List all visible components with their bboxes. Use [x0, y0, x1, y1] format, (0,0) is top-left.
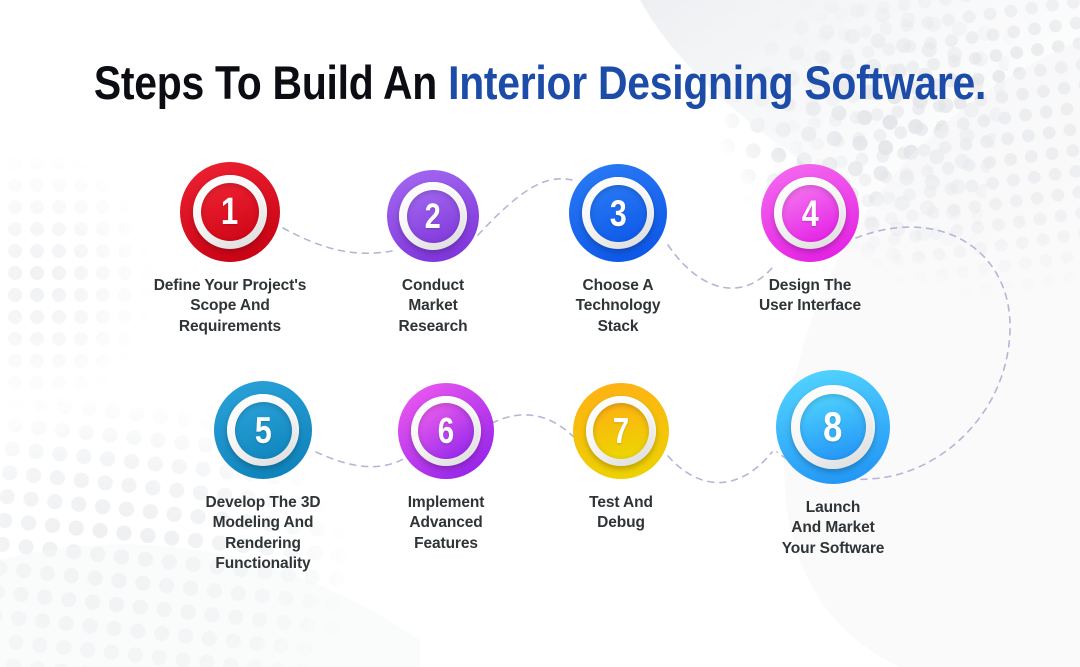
step-4-pin[interactable]: 4	[761, 164, 859, 272]
step-7[interactable]: 7 Test And Debug	[531, 383, 711, 534]
step-8[interactable]: 8 Launch And Market Your Software	[743, 370, 923, 559]
step-6-core: 6	[418, 403, 474, 459]
connector-2-3	[477, 178, 573, 236]
step-1-number: 1	[221, 191, 239, 233]
step-8-label: Launch And Market Your Software	[781, 499, 885, 557]
page-title-dark: Steps To Build An	[93, 56, 449, 109]
step-1[interactable]: 1 Define Your Project's Scope And Requir…	[140, 162, 320, 337]
step-2-pin[interactable]: 2	[387, 170, 479, 271]
step-5-pin-tip	[249, 465, 277, 489]
step-8-number: 8	[823, 403, 843, 450]
step-3-pin-tip	[604, 248, 632, 272]
step-6[interactable]: 6 Implement Advanced Features	[356, 383, 536, 554]
page-title-highlight: Interior Designing Software.	[448, 56, 987, 109]
step-1-core: 1	[201, 183, 259, 241]
connector-5-6	[315, 451, 411, 468]
step-6-pin-tip	[432, 465, 460, 489]
step-5-number: 5	[254, 409, 272, 451]
step-4-number: 4	[801, 192, 819, 234]
step-7-core: 7	[593, 403, 649, 459]
step-6-number: 6	[437, 410, 455, 451]
connector-1-2	[282, 227, 393, 254]
step-7-label: Test And Debug	[589, 494, 653, 532]
step-6-pin[interactable]: 6	[398, 383, 494, 489]
step-3-label: Choose A Technology Stack	[575, 277, 661, 335]
connector-7-8	[667, 451, 773, 484]
step-1-label: Define Your Project's Scope And Requirem…	[153, 277, 307, 335]
step-7-number: 7	[612, 410, 630, 451]
step-8-pin[interactable]: 8	[776, 370, 890, 495]
step-4-core: 4	[781, 184, 839, 242]
step-1-pin[interactable]: 1	[180, 162, 280, 272]
connector-3-4	[667, 244, 773, 289]
step-7-pin[interactable]: 7	[573, 383, 669, 489]
step-3[interactable]: 3 Choose A Technology Stack	[528, 164, 708, 337]
step-1-pin-tip	[215, 248, 245, 272]
step-3-pin[interactable]: 3	[569, 164, 667, 272]
step-5-core: 5	[234, 401, 292, 459]
step-5[interactable]: 5 Develop The 3D Modeling And Rendering …	[173, 381, 353, 575]
step-4-pin-tip	[796, 248, 824, 272]
step-2-label: Conduct Market Research	[398, 277, 468, 335]
step-5-pin[interactable]: 5	[214, 381, 312, 489]
page-title: Steps To Build An Interior Designing Sof…	[70, 58, 1010, 107]
step-6-label: Implement Advanced Features	[407, 494, 485, 552]
step-3-core: 3	[589, 184, 647, 242]
connector-6-7	[491, 414, 576, 439]
step-8-pin-tip	[817, 468, 849, 495]
step-2-core: 2	[406, 189, 460, 243]
step-2-pin-tip	[420, 249, 446, 271]
step-8-core: 8	[800, 394, 866, 460]
step-7-pin-tip	[607, 465, 635, 489]
connector-4-8	[776, 226, 1011, 481]
step-3-number: 3	[609, 192, 627, 234]
step-4[interactable]: 4 Design The User Interface	[720, 164, 900, 317]
step-2-number: 2	[425, 196, 441, 236]
step-5-label: Develop The 3D Modeling And Rendering Fu…	[205, 494, 321, 573]
step-2[interactable]: 2 Conduct Market Research	[343, 170, 523, 337]
step-4-label: Design The User Interface	[759, 277, 861, 315]
